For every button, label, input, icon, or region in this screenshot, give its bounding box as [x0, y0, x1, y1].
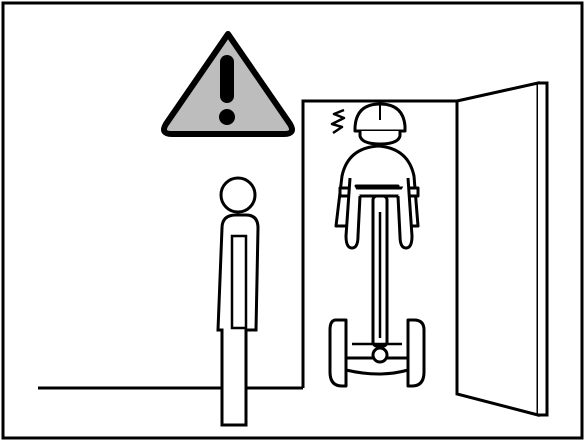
scooter-wheel-right	[408, 320, 424, 386]
open-door	[457, 83, 538, 415]
person-head	[221, 178, 255, 212]
scooter-hub	[373, 348, 387, 362]
scooter-wheel-left	[330, 320, 346, 386]
